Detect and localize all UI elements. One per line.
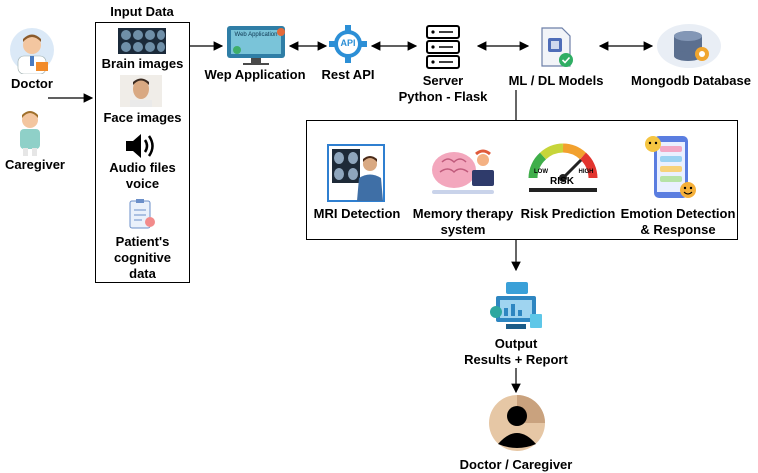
- input-data-panel: [95, 22, 190, 283]
- face-photo-icon: [120, 75, 162, 107]
- audio-voice-label: voice: [125, 176, 160, 191]
- risk-gauge-icon: [527, 142, 599, 194]
- end-user-avatar-icon: [488, 394, 546, 452]
- server-framework-label: Python - Flask: [398, 89, 488, 104]
- brain-images-label: Brain images: [101, 56, 184, 71]
- mri-doctor-icon: [327, 144, 385, 202]
- web-screen-text: Web Application: [234, 32, 278, 38]
- server-label: Server: [422, 73, 464, 88]
- risk-prediction-label: Risk Prediction: [520, 206, 616, 221]
- mri-detection-label: MRI Detection: [313, 206, 401, 221]
- web-application-icon: [225, 22, 291, 66]
- doctor-caregiver-label: Doctor / Caregiver: [459, 457, 573, 472]
- face-images-label: Face images: [103, 110, 182, 125]
- memory-therapy-label: Memory therapy: [412, 206, 514, 221]
- risk-low-text: LOW: [534, 169, 548, 175]
- api-gear-icon: [328, 24, 368, 64]
- mongodb-database-label: Mongodb Database: [631, 73, 751, 88]
- output-label: Output: [494, 336, 538, 351]
- ml-dl-models-label: ML / DL Models: [508, 73, 604, 88]
- risk-word-text: RISK: [550, 176, 574, 187]
- clipboard-icon: [126, 198, 156, 230]
- cognitive-line1-label: Patient's: [115, 234, 170, 249]
- rest-api-label: Rest API: [321, 67, 375, 82]
- output-report-icon: [488, 280, 544, 332]
- memory-therapy-system-label: system: [440, 222, 486, 237]
- memory-therapy-icon: [428, 146, 498, 198]
- audio-files-label: Audio files: [109, 160, 176, 175]
- brain-scan-icon: [118, 28, 166, 54]
- risk-high-text: HIGH: [578, 169, 594, 175]
- output-results-label: Results + Report: [464, 352, 568, 367]
- speaker-icon: [124, 132, 158, 160]
- doctor-icon: [10, 26, 54, 75]
- emotion-response-label: & Response: [640, 222, 716, 237]
- database-icon: [656, 22, 722, 70]
- web-application-label: Wep Application: [204, 67, 306, 82]
- emotion-phone-icon: [644, 132, 698, 200]
- ml-model-icon: [536, 26, 576, 68]
- api-badge-text: API: [340, 38, 356, 48]
- cognitive-line2-label: cognitive: [113, 250, 172, 265]
- doctor-label: Doctor: [11, 76, 53, 91]
- emotion-detection-label: Emotion Detection: [620, 206, 736, 221]
- server-icon: [425, 24, 461, 70]
- modules-panel: [306, 120, 738, 240]
- input-data-title: Input Data: [110, 4, 174, 19]
- caregiver-icon: [12, 108, 48, 156]
- cognitive-line3-label: data: [129, 266, 156, 281]
- caregiver-label: Caregiver: [5, 157, 65, 172]
